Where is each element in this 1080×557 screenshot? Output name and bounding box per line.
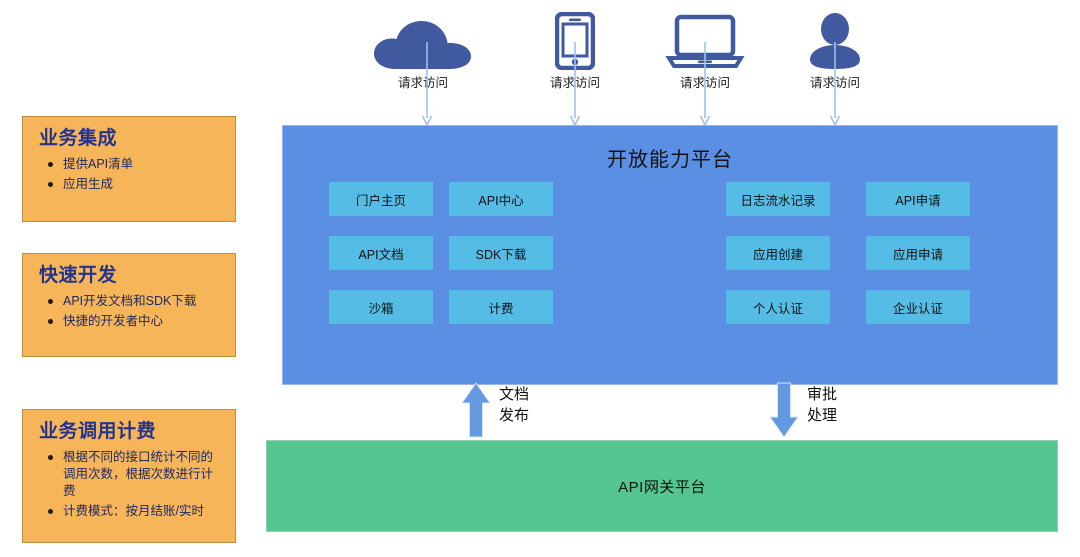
flow-approval-processing: 审批 处理: [768, 381, 837, 439]
flow-label: 审批 处理: [807, 386, 838, 424]
chip-api-docs[interactable]: API文档: [329, 236, 433, 270]
feature-bullet: 根据不同的接口统计不同的调用次数，根据次数进行计费: [48, 449, 225, 500]
chip-app-apply[interactable]: 应用申请: [866, 236, 970, 270]
flow-document-publish: 文档 发布: [460, 381, 529, 439]
gateway-title: API网关平台: [618, 478, 706, 496]
feature-card-usage-billing: 业务调用计费 根据不同的接口统计不同的调用次数，根据次数进行计费 计费模式：按月…: [22, 409, 236, 543]
chip-api-center[interactable]: API中心: [449, 182, 553, 216]
arrow-down-icon: [769, 382, 799, 438]
feature-bullet: 应用生成: [48, 176, 225, 193]
feature-bullet: 提供API清单: [48, 156, 225, 173]
cloud-icon: [363, 8, 483, 70]
feature-bullet-list: 提供API清单 应用生成: [33, 156, 225, 193]
device-caption: 请求访问: [397, 76, 448, 90]
connector-cloud-to-platform: [421, 42, 433, 127]
chip-log-records[interactable]: 日志流水记录: [726, 182, 830, 216]
connector-phone-to-platform: [569, 42, 581, 127]
feature-bullet-list: API开发文档和SDK下载 快捷的开发者中心: [33, 293, 225, 330]
chip-api-application[interactable]: API申请: [866, 182, 970, 216]
chip-sdk-download[interactable]: SDK下载: [449, 236, 553, 270]
feature-bullet: 计费模式：按月结账/实时: [48, 503, 225, 520]
feature-card-business-integration: 业务集成 提供API清单 应用生成: [22, 116, 236, 222]
connector-laptop-to-platform: [699, 42, 711, 127]
chip-portal-home[interactable]: 门户主页: [329, 182, 433, 216]
feature-card-rapid-development: 快速开发 API开发文档和SDK下载 快捷的开发者中心: [22, 253, 236, 357]
open-capability-platform: 开放能力平台 门户主页 API中心 日志流水记录 API申请 API文档 SDK…: [282, 125, 1058, 385]
platform-chip-grid: 门户主页 API中心 日志流水记录 API申请 API文档 SDK下载 应用创建…: [283, 182, 1057, 372]
chip-billing[interactable]: 计费: [449, 290, 553, 324]
device-cloud: 请求访问: [363, 8, 483, 91]
api-gateway-platform: API网关平台: [266, 440, 1058, 532]
feature-card-title: 快速开发: [39, 265, 118, 286]
feature-card-title: 业务调用计费: [39, 421, 157, 442]
chip-sandbox[interactable]: 沙箱: [329, 290, 433, 324]
arrow-up-icon: [461, 382, 491, 438]
flow-label: 文档 发布: [499, 386, 530, 424]
chip-personal-auth[interactable]: 个人认证: [726, 290, 830, 324]
feature-bullet-list: 根据不同的接口统计不同的调用次数，根据次数进行计费 计费模式：按月结账/实时: [33, 449, 225, 520]
feature-card-title: 业务集成: [39, 128, 118, 149]
platform-title: 开放能力平台: [607, 149, 733, 171]
feature-bullet: API开发文档和SDK下载: [48, 293, 225, 310]
chip-app-create[interactable]: 应用创建: [726, 236, 830, 270]
feature-bullet: 快捷的开发者中心: [48, 313, 225, 330]
connector-user-to-platform: [829, 42, 841, 127]
chip-enterprise-auth[interactable]: 企业认证: [866, 290, 970, 324]
